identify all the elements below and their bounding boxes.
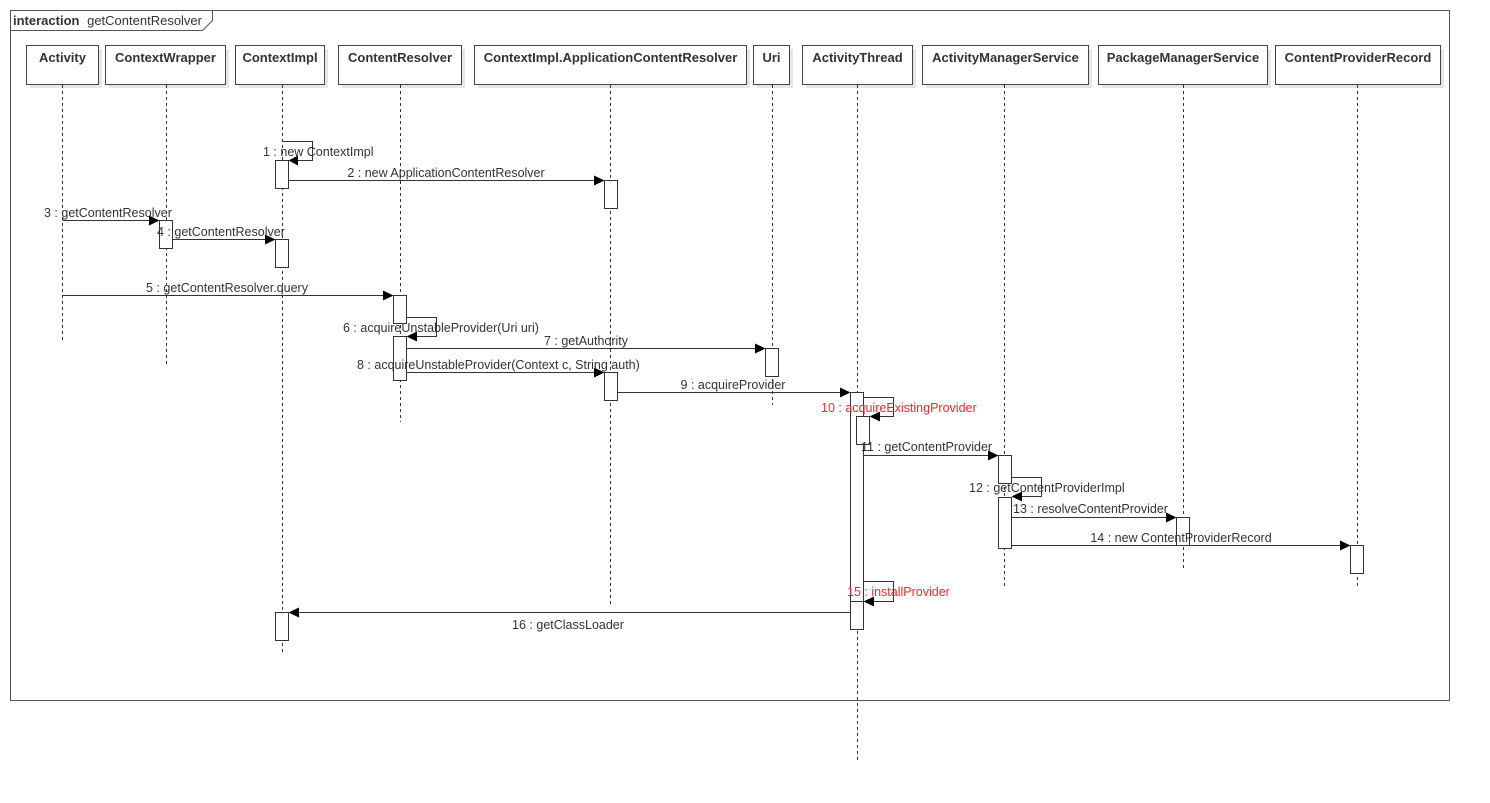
participant-contextwrapper[interactable]: ContextWrapper bbox=[105, 45, 230, 89]
message-1[interactable]: 1 : new ContextImpl bbox=[263, 141, 373, 166]
message-label: 9 : acquireProvider bbox=[681, 378, 786, 392]
participant-contextimpl[interactable]: ContextImpl bbox=[235, 45, 329, 89]
message-label: 8 : acquireUnstableProvider(Context c, S… bbox=[357, 358, 640, 372]
activations bbox=[159, 160, 1364, 641]
participant-contentresolver[interactable]: ContentResolver bbox=[338, 45, 466, 89]
participant-cpr[interactable]: ContentProviderRecord bbox=[1275, 45, 1445, 89]
activation-uri-1 bbox=[765, 348, 779, 377]
message-label: 15 : installProvider bbox=[847, 585, 950, 599]
message-12[interactable]: 12 : getContentProviderImpl bbox=[969, 477, 1125, 502]
participant-uri[interactable]: Uri bbox=[753, 45, 794, 89]
frame-title: interaction getContentResolver bbox=[13, 13, 203, 28]
activation-appcontentresolver-1 bbox=[604, 180, 618, 209]
message-label: 11 : getContentProvider bbox=[861, 440, 992, 454]
message-2[interactable]: 2 : new ApplicationContentResolver bbox=[288, 166, 605, 186]
participant-label: ActivityThread bbox=[812, 50, 902, 65]
message-7[interactable]: 7 : getAuthority bbox=[406, 334, 766, 354]
participant-label: Activity bbox=[39, 50, 87, 65]
participant-label: ContextWrapper bbox=[115, 50, 216, 65]
activation-contextimpl-3 bbox=[275, 612, 289, 641]
message-11[interactable]: 11 : getContentProvider bbox=[861, 440, 999, 461]
participant-pms[interactable]: PackageManagerService bbox=[1098, 45, 1272, 89]
message-label: 13 : resolveContentProvider bbox=[1013, 502, 1168, 516]
participant-label: PackageManagerService bbox=[1107, 50, 1259, 65]
activation-ams-1 bbox=[998, 455, 1012, 484]
activation-contextimpl-1 bbox=[275, 160, 289, 189]
participant-label: ContextImpl.ApplicationContentResolver bbox=[484, 50, 738, 65]
message-10[interactable]: 10 : acquireExistingProvider bbox=[821, 397, 977, 422]
message-13[interactable]: 13 : resolveContentProvider bbox=[1011, 502, 1177, 523]
participant-label: ContentProviderRecord bbox=[1285, 50, 1432, 65]
message-8[interactable]: 8 : acquireUnstableProvider(Context c, S… bbox=[357, 358, 640, 378]
message-label: 3 : getContentResolver bbox=[44, 206, 172, 220]
message-label: 16 : getClassLoader bbox=[512, 618, 624, 632]
participant-activitythread[interactable]: ActivityThread bbox=[802, 45, 917, 89]
frame-tab bbox=[10, 10, 213, 31]
participant-activity[interactable]: Activity bbox=[26, 45, 103, 89]
participant-appcontentresolver[interactable]: ContextImpl.ApplicationContentResolver bbox=[474, 45, 751, 89]
activation-contextwrapper-1 bbox=[159, 220, 173, 249]
message-4[interactable]: 4 : getContentResolver bbox=[157, 225, 285, 245]
message-label: 14 : new ContentProviderRecord bbox=[1090, 531, 1271, 545]
message-label: 5 : getContentResolver.query bbox=[146, 281, 309, 295]
message-9[interactable]: 9 : acquireProvider bbox=[617, 378, 851, 398]
message-label: 12 : getContentProviderImpl bbox=[969, 481, 1125, 495]
participant-label: Uri bbox=[762, 50, 780, 65]
message-label: 6 : acquireUnstableProvider(Uri uri) bbox=[343, 321, 539, 335]
message-5[interactable]: 5 : getContentResolver.query bbox=[62, 281, 394, 301]
message-label: 7 : getAuthority bbox=[544, 334, 629, 348]
message-3[interactable]: 3 : getContentResolver bbox=[44, 206, 172, 226]
activation-ams-2 bbox=[998, 497, 1012, 549]
activation-appcontentresolver-2 bbox=[604, 372, 618, 401]
message-label: 1 : new ContextImpl bbox=[263, 145, 373, 159]
messages: 1 : new ContextImpl 2 : new ApplicationC… bbox=[44, 141, 1351, 633]
activation-contextimpl-2 bbox=[275, 239, 289, 268]
participant-ams[interactable]: ActivityManagerService bbox=[922, 45, 1093, 89]
message-label: 10 : acquireExistingProvider bbox=[821, 401, 977, 415]
frame-keyword: interaction bbox=[13, 13, 80, 28]
participant-label: ContextImpl bbox=[242, 50, 317, 65]
message-label: 4 : getContentResolver bbox=[157, 225, 285, 239]
activation-activitythread-2 bbox=[850, 601, 864, 630]
message-label: 2 : new ApplicationContentResolver bbox=[347, 166, 544, 180]
message-16[interactable]: 16 : getClassLoader bbox=[288, 607, 851, 633]
activation-contentresolver-2 bbox=[393, 336, 407, 381]
message-6[interactable]: 6 : acquireUnstableProvider(Uri uri) bbox=[343, 317, 539, 342]
participant-label: ContentResolver bbox=[348, 50, 452, 65]
activation-activitythread-nested bbox=[856, 416, 870, 445]
participants: Activity ContextWrapper ContextImpl Cont… bbox=[26, 45, 1445, 89]
message-14[interactable]: 14 : new ContentProviderRecord bbox=[1011, 531, 1351, 551]
message-15[interactable]: 15 : installProvider bbox=[847, 581, 950, 607]
activation-contentresolver-1 bbox=[393, 295, 407, 324]
frame-border bbox=[10, 10, 1450, 701]
frame-name: getContentResolver bbox=[87, 13, 203, 28]
activation-cpr-1 bbox=[1350, 545, 1364, 574]
interaction-frame: interaction getContentResolver bbox=[10, 10, 1450, 701]
lifelines bbox=[62, 85, 1358, 762]
participant-label: ActivityManagerService bbox=[932, 50, 1079, 65]
